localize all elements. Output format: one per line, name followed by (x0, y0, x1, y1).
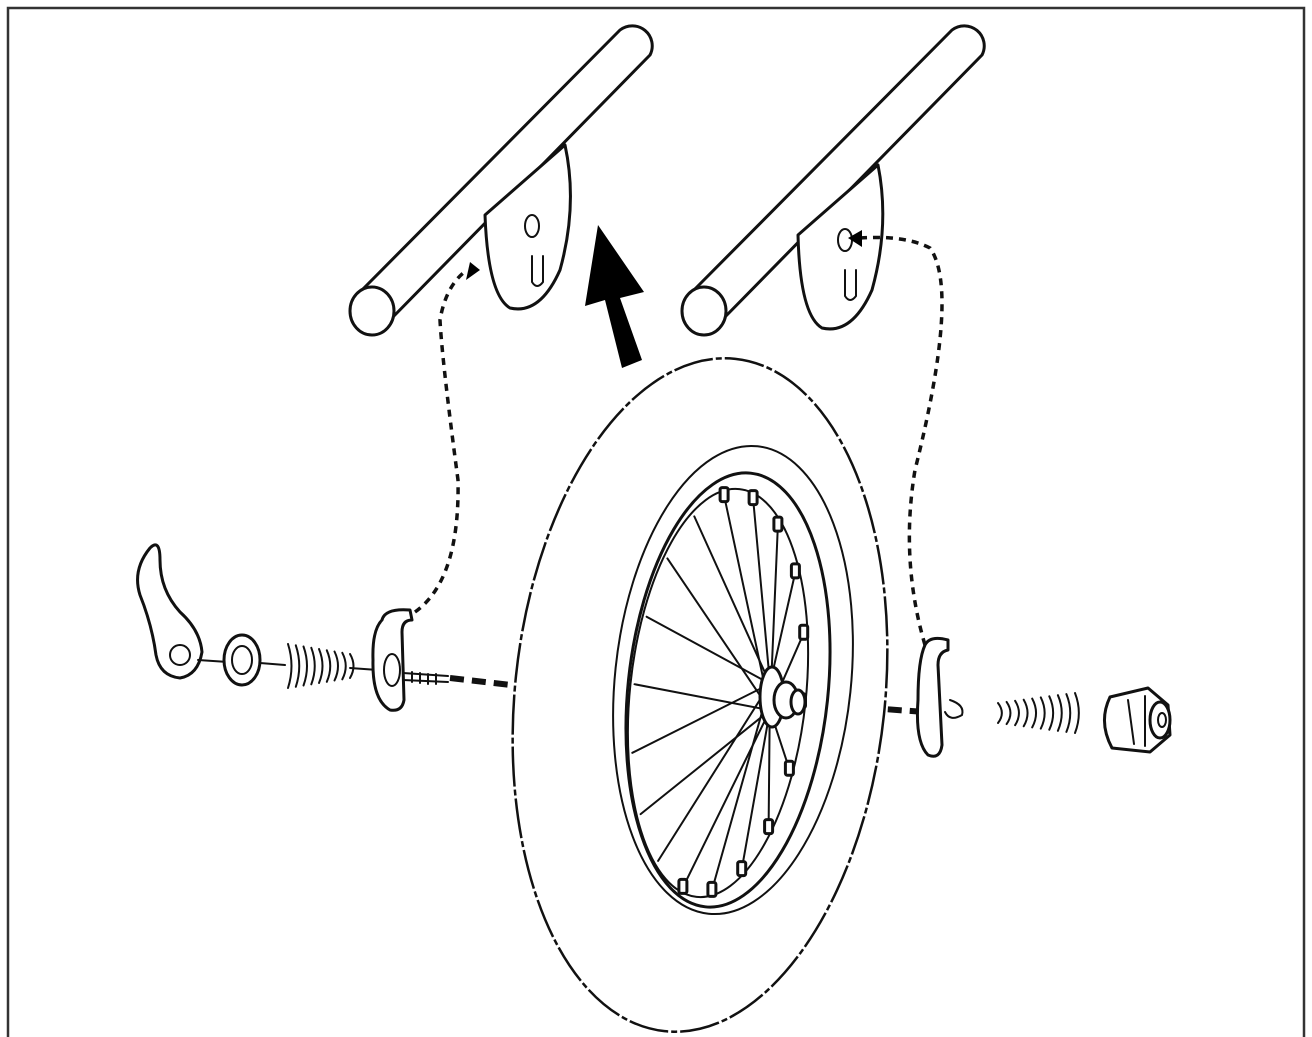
hub-cap (789, 688, 807, 716)
wheel (511, 357, 889, 1033)
right-frame-tube (680, 24, 986, 337)
left-dropout-clip (371, 608, 449, 712)
axle-line-left (449, 675, 521, 689)
spoke (657, 682, 771, 862)
spoke-nipple (718, 486, 730, 504)
left-spring (287, 643, 379, 689)
figure-border (6, 6, 1306, 1037)
install-path-left (413, 262, 480, 614)
spoke (633, 683, 771, 712)
left-frame-tube (348, 24, 654, 337)
rim-outer (624, 471, 832, 909)
removal-arrow (585, 225, 644, 368)
tire-inner (612, 444, 854, 916)
spoke-nipple (677, 877, 689, 895)
spoke-nipple (706, 880, 718, 898)
install-path-right (848, 230, 944, 646)
spoke (666, 557, 771, 712)
spoke (740, 709, 771, 871)
right-spring (997, 692, 1080, 734)
spoke (681, 709, 771, 889)
spoke-nipple (772, 515, 784, 533)
spoke (752, 497, 771, 685)
spoke (631, 682, 771, 754)
left-spacer (222, 633, 286, 687)
spoke-nipple (789, 562, 801, 580)
spoke-nipple (783, 759, 795, 777)
spoke-nipple (763, 818, 775, 836)
right-dropout-clip (916, 636, 964, 758)
spoke (645, 615, 771, 685)
spoke (769, 570, 797, 685)
quick-release-lever (136, 543, 229, 680)
axle-nut (1103, 686, 1172, 754)
spoke-nipple (798, 623, 810, 641)
spoke (723, 494, 771, 712)
spoke-nipple (736, 860, 748, 878)
spoke (639, 709, 771, 816)
spoke-nipple (747, 489, 759, 507)
